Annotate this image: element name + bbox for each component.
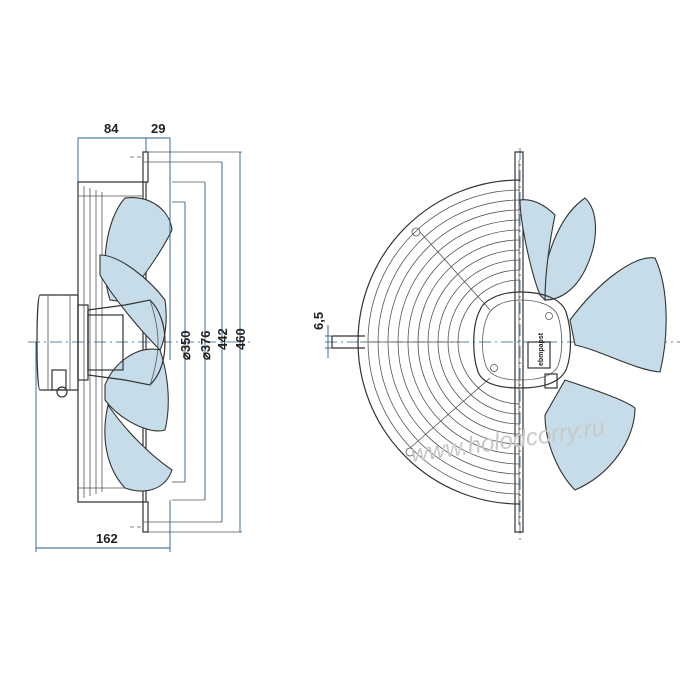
dim-84-label: 84 [104, 121, 119, 136]
dim-460-label: 460 [233, 328, 248, 350]
side-view: 84 29 162 ⌀350 ⌀376 442 4 [28, 121, 250, 552]
dim-162-label: 162 [96, 531, 118, 546]
dimension-hole: 6,5 [311, 312, 332, 358]
dim-442-label: 442 [215, 328, 230, 350]
front-view: ebmpapst 6,5 www.holodcorry.ru [311, 148, 680, 540]
fan-blades-front [519, 197, 667, 491]
fan-blades-side [99, 197, 173, 492]
dim-29-label: 29 [151, 121, 165, 136]
dimension-bottom: 162 [35, 342, 171, 552]
motor-label: ebmpapst [538, 332, 545, 366]
motor-housing-side [36, 294, 89, 398]
guard-grill-side [77, 181, 144, 503]
guard-grill-front [331, 179, 521, 505]
front-mounting-plate [514, 151, 524, 533]
dimension-vertical: ⌀350 ⌀376 442 460 [143, 151, 248, 533]
dimension-top: 84 29 [77, 121, 171, 360]
motor-front: ebmpapst [473, 291, 572, 389]
dim-376-label: ⌀376 [198, 330, 213, 360]
dim-350-label: ⌀350 [178, 330, 193, 360]
dim-6-5-label: 6,5 [311, 312, 326, 330]
